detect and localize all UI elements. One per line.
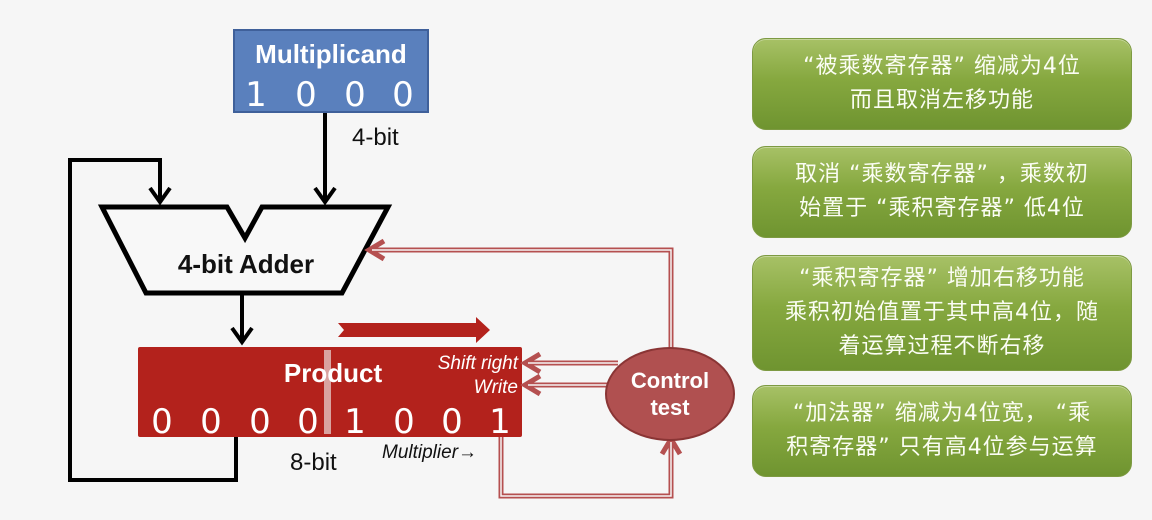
note-multiplier-register: 取消 “乘数寄存器” ，乘数初 始置于 “乘积寄存器” 低4位 <box>752 146 1132 238</box>
product-width-label: 8-bit <box>290 449 337 476</box>
product-bit: 0 <box>249 402 271 442</box>
product-half-divider <box>324 350 331 434</box>
note-line: 着运算过程不断右移 <box>838 334 1046 359</box>
multiplicand-bit: 0 <box>392 75 414 115</box>
product-title: Product <box>284 358 383 388</box>
multiplier-to-control-wire <box>498 437 674 499</box>
note-product-register: “乘积寄存器” 增加右移功能 乘积初始值置于其中高4位，随 着运算过程不断右移 <box>752 255 1132 371</box>
multiplicand-width-label: 4-bit <box>352 124 399 151</box>
adder-right-input-arrowhead <box>313 186 337 206</box>
note-line: 积寄存器” 只有高4位参与运算 <box>786 435 1098 460</box>
multiplier-label: Multiplier→ <box>382 442 477 463</box>
adder-left-input-arrowhead <box>148 186 172 206</box>
product-bit: 1 <box>344 402 366 442</box>
control-to-adder-wire <box>370 247 674 363</box>
product-bit: 0 <box>393 402 415 442</box>
note-line: “被乘数寄存器” 缩减为4位 <box>803 54 1081 79</box>
note-adder: “加法器” 缩减为4位宽， “乘 积寄存器” 只有高4位参与运算 <box>752 385 1132 477</box>
adder-label: 4-bit Adder <box>178 249 314 279</box>
adder-shape <box>97 204 393 296</box>
write-label: Write <box>474 377 518 398</box>
product-bit: 0 <box>441 402 463 442</box>
note-line: 而且取消左移功能 <box>849 88 1034 113</box>
shift-right-label: Shift right <box>438 353 519 374</box>
multiplicand-bit: 0 <box>295 75 317 115</box>
multiplicand-bit: 0 <box>344 75 366 115</box>
multiplicand-bit: 1 <box>245 75 267 115</box>
note-line: 取消 “乘数寄存器” ，乘数初 <box>795 162 1089 187</box>
note-line: “乘积寄存器” 增加右移功能 <box>799 266 1085 291</box>
shift-right-arrow-icon <box>338 317 490 343</box>
product-bit: 0 <box>297 402 319 442</box>
feedback-wire <box>68 158 238 482</box>
multiplicand-title: Multiplicand <box>255 39 407 69</box>
note-line: 始置于 “乘积寄存器” 低4位 <box>799 196 1085 221</box>
product-bit: 1 <box>489 402 511 442</box>
control-test-unit <box>605 347 735 441</box>
product-bit: 0 <box>151 402 173 442</box>
note-line: “加法器” 缩减为4位宽， “乘 <box>792 401 1092 426</box>
product-bits: 0 0 0 0 1 0 0 1 <box>151 402 511 442</box>
shift-signal-arrowhead <box>520 351 542 375</box>
note-multiplicand-register: “被乘数寄存器” 缩减为4位 而且取消左移功能 <box>752 38 1132 130</box>
multiplicand-register <box>233 29 429 113</box>
product-bit: 0 <box>200 402 222 442</box>
note-line: 乘积初始值置于其中高4位，随 <box>785 300 1099 325</box>
signal-line-highlights <box>372 249 672 497</box>
control-label-line1: Control <box>631 368 709 393</box>
multiplicand-bits: 1 0 0 0 <box>245 75 414 115</box>
control-label-line2: test <box>650 395 690 420</box>
write-signal-arrowhead <box>520 373 542 397</box>
product-input-arrowhead <box>230 326 254 346</box>
control-to-adder-arrowhead <box>364 238 386 262</box>
